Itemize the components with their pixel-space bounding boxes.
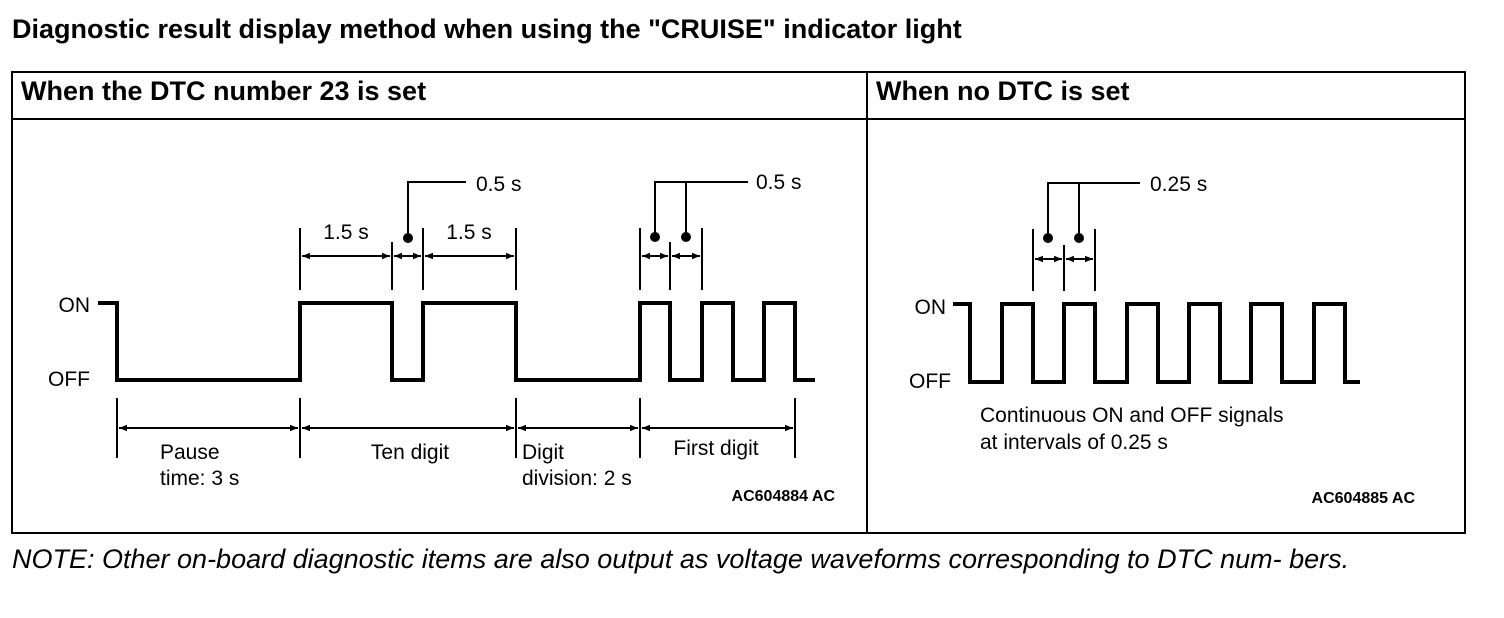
upper-ticks: [299, 228, 703, 290]
callout-1-5s-a: 1.5 s: [323, 221, 369, 244]
on-label: ON: [59, 294, 91, 317]
panel-heading-no-dtc: When no DTC is set: [876, 76, 1130, 106]
note-text: NOTE: Other on-board diagnostic items ar…: [12, 544, 1350, 574]
leader-lines: [403, 181, 748, 243]
callout-0-25s: 0.25 s: [1150, 173, 1207, 196]
page-title: Diagnostic result display method when us…: [12, 14, 962, 44]
segment-pause-line1: Pause: [160, 441, 220, 464]
dtc-23-waveform: [98, 301, 815, 382]
continuous-signal-description-line1: Continuous ON and OFF signals: [980, 404, 1283, 427]
no-dtc-waveform-group: ON OFF 0.25 s Continuous ON and OFF sign…: [909, 173, 1415, 507]
callout-1-5s-b: 1.5 s: [446, 221, 492, 244]
figure-code-right: AC604885 AC: [1312, 490, 1416, 507]
off-label: OFF: [909, 370, 951, 393]
leader-dot: [1074, 233, 1084, 243]
upper-ticks: [1032, 229, 1096, 291]
leader-dot: [403, 233, 413, 243]
callout-0-5s: 0.5 s: [476, 173, 522, 196]
no-dtc-waveform: [953, 302, 1360, 384]
segment-pause-line2: time: 3 s: [160, 467, 239, 490]
figure-code-left: AC604884 AC: [732, 488, 836, 505]
segment-division-line2: division: 2 s: [522, 467, 632, 490]
leader-dot: [681, 232, 691, 242]
segment-first-digit: First digit: [673, 437, 758, 460]
lower-ticks: [116, 398, 796, 458]
off-label: OFF: [48, 368, 90, 391]
panel-heading-dtc-set: When the DTC number 23 is set: [21, 76, 427, 106]
continuous-signal-description-line2: at intervals of 0.25 s: [980, 431, 1168, 454]
diagram-frame: [11, 71, 1466, 534]
leader-dot: [650, 232, 660, 242]
leader-lines: [1043, 182, 1140, 243]
callout-0-5s-first-digit: 0.5 s: [756, 171, 802, 194]
panel-divider-vertical: [866, 71, 868, 534]
leader-dot: [1043, 233, 1053, 243]
on-label: ON: [915, 296, 947, 319]
dtc-23-waveform-group: ON OFF 0.5: [48, 171, 835, 505]
header-divider: [11, 118, 1466, 120]
segment-ten-digit: Ten digit: [371, 441, 449, 464]
segment-division-line1: Digit: [522, 441, 564, 464]
